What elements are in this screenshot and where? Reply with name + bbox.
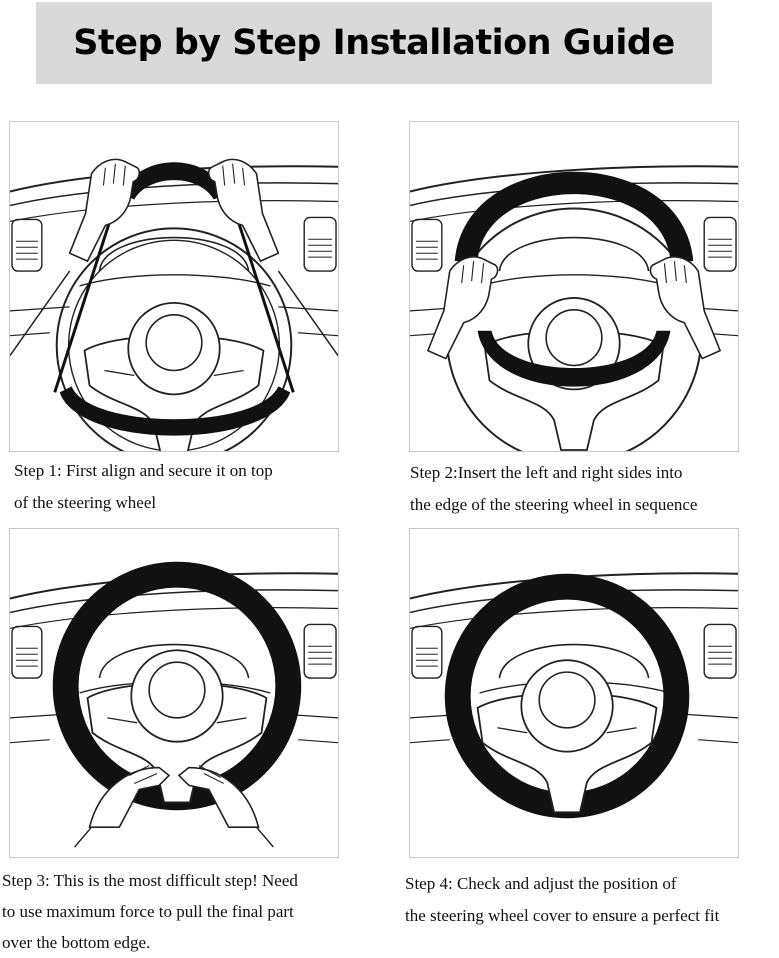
caption-line: the steering wheel cover to ensure a per… <box>405 906 720 925</box>
step-3-illustration <box>9 528 339 858</box>
caption-line: Step 1: First align and secure it on top <box>14 461 273 480</box>
caption-line: the edge of the steering wheel in sequen… <box>410 495 698 514</box>
page-title: Step by Step Installation Guide <box>73 23 675 63</box>
step-4-caption: Step 4: Check and adjust the position of… <box>405 868 719 932</box>
step-2-illustration <box>409 121 739 452</box>
step-3-caption: Step 3: This is the most difficult step!… <box>2 865 298 958</box>
step-1-illustration <box>9 121 339 452</box>
step-2-caption: Step 2:Insert the left and right sides i… <box>410 457 697 521</box>
caption-line: Step 3: This is the most difficult step!… <box>2 871 298 890</box>
hands-align-cover-top-icon <box>10 158 338 451</box>
caption-line: Step 4: Check and adjust the position of <box>405 874 677 893</box>
caption-line: Step 2:Insert the left and right sides i… <box>410 463 683 482</box>
caption-line: over the bottom edge. <box>2 933 151 952</box>
hands-insert-cover-sides-icon <box>410 165 738 451</box>
step-1-caption: Step 1: First align and secure it on top… <box>14 455 273 519</box>
title-banner: Step by Step Installation Guide <box>36 2 712 84</box>
step-4-illustration <box>409 528 739 858</box>
cover-fitted-wheel-icon <box>410 572 738 819</box>
hands-pull-cover-bottom-icon <box>10 561 338 848</box>
caption-line: to use maximum force to pull the final p… <box>2 902 294 921</box>
caption-line: of the steering wheel <box>14 493 157 512</box>
